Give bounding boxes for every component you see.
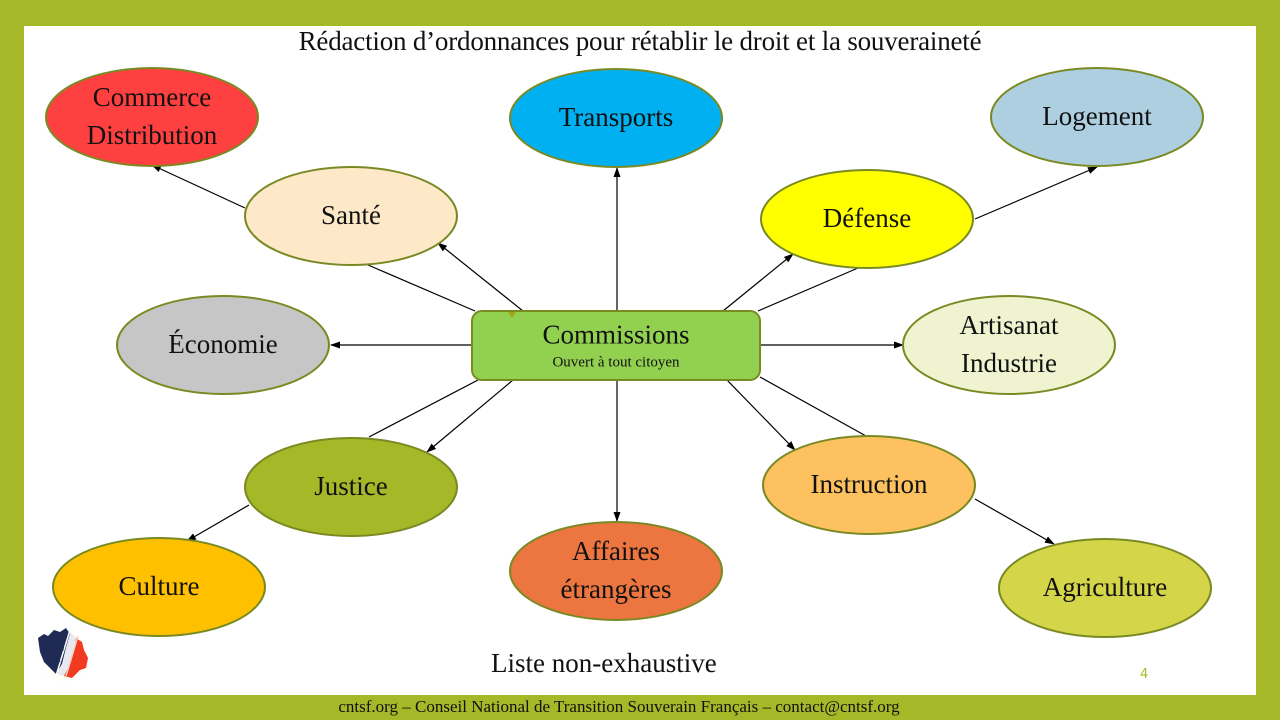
center-title: Commissions [542,319,690,350]
node-label-justice[interactable]: Justice [314,468,388,506]
france-map-logo-icon: T [36,628,92,684]
node-label-line: Agriculture [1042,572,1168,603]
node-label-defense[interactable]: Défense [823,200,911,238]
node-label-transports[interactable]: Transports [559,99,674,137]
node-label-line: Justice [314,471,388,502]
node-label-line: Santé [321,200,381,231]
node-label-line: Affaires [572,536,660,567]
center-subtitle: Ouvert à tout citoyen [552,354,680,371]
node-label-logement[interactable]: Logement [1042,98,1151,136]
logo-letter: T [48,642,64,668]
node-label-affaires[interactable]: Affaires étrangères [561,533,672,609]
center-box-marker [508,312,516,318]
footer-text: cntsf.org – Conseil National de Transiti… [338,697,900,716]
line-connector [368,379,479,438]
node-label-line: Commerce [92,82,212,113]
center-box[interactable] [471,310,761,381]
node-ellipse-agriculture[interactable] [998,538,1212,638]
node-label-line: Instruction [810,469,928,500]
arrow-connector [426,379,514,453]
node-label-line: étrangères [560,574,672,604]
node-ellipse-culture[interactable] [52,537,266,637]
node-label-line: Défense [822,203,912,234]
arrow-connector [974,166,1098,220]
arrow-connector [722,253,794,312]
node-label-line: Distribution [86,120,218,150]
slide-title: Rédaction d’ordonnances pour rétablir le… [298,26,982,56]
node-ellipse-artisanat[interactable] [902,295,1116,395]
arrow-connector [726,379,796,451]
node-ellipse-defense[interactable] [760,169,974,269]
node-label-line: Logement [1042,101,1152,132]
node-ellipse-instruction[interactable] [762,435,976,535]
arrow-connector [974,498,1055,545]
arrow-connector [437,242,524,312]
node-ellipse-commerce[interactable] [45,67,259,167]
node-label-agriculture[interactable]: Agriculture [1043,569,1167,607]
node-label-line: Transports [558,102,674,133]
node-label-sante[interactable]: Santé [321,197,381,235]
line-connector [757,267,859,312]
node-ellipse-sante[interactable] [244,166,458,266]
center-label[interactable]: Commissions Ouvert à tout citoyen [542,319,690,372]
node-ellipse-justice[interactable] [244,437,458,537]
node-ellipse-logement[interactable] [990,67,1204,167]
node-ellipse-transports[interactable] [509,68,723,168]
page-number: 4 [1140,667,1149,682]
list-note: Liste non-exhaustive [491,648,717,678]
node-ellipse-economie[interactable] [116,295,330,395]
line-connector [759,376,867,437]
line-connector [367,264,476,312]
node-label-line: Artisanat [959,310,1059,341]
node-label-economie[interactable]: Économie [168,326,277,364]
arrow-connector [186,504,250,542]
node-label-line: Industrie [961,348,1057,378]
node-label-instruction[interactable]: Instruction [811,466,928,504]
node-label-line: Culture [118,571,200,602]
node-label-line: Économie [168,329,278,360]
node-label-culture[interactable]: Culture [119,568,200,606]
arrow-connector [151,164,246,209]
node-ellipse-affaires[interactable] [509,521,723,621]
